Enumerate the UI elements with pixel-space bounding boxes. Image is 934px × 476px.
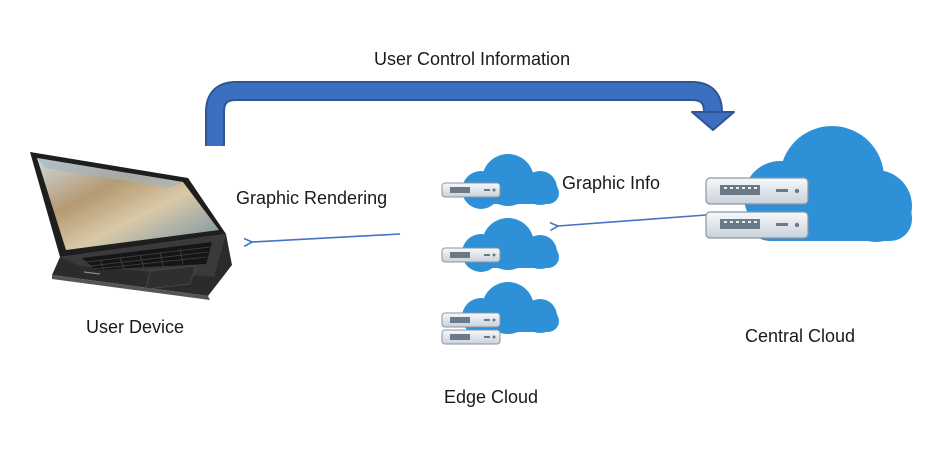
laptop-icon	[30, 152, 232, 300]
graphic-rendering-arrow	[252, 233, 401, 242]
user-control-information-label: User Control Information	[374, 49, 571, 69]
user-device-label: User Device	[86, 317, 185, 337]
edge-cloud-label: Edge Cloud	[444, 387, 539, 407]
graphic-rendering-label: Graphic Rendering	[236, 188, 388, 208]
central-cloud-server-icon	[705, 126, 912, 242]
edge-cloud-server-icon	[441, 154, 559, 345]
graphic-info-label: Graphic Info	[562, 173, 661, 193]
user-control-arrow	[205, 81, 735, 146]
graphic-info-arrow	[558, 214, 707, 226]
central-cloud-label: Central Cloud	[745, 326, 856, 346]
